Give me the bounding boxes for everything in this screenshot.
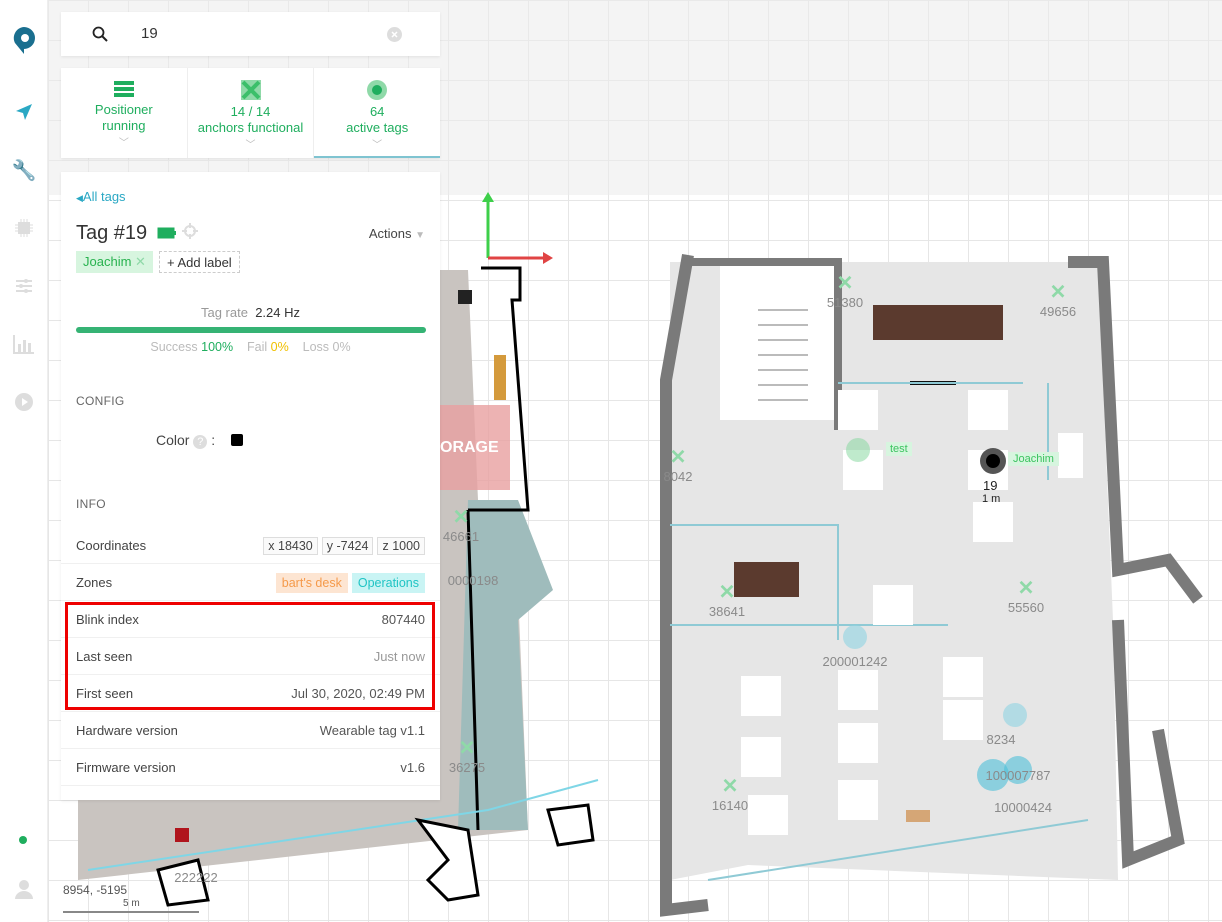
fail-value: 0% <box>270 340 289 354</box>
status-line: 14 / 14 <box>230 104 271 119</box>
chip-icon[interactable] <box>10 214 38 242</box>
tag-label[interactable]: 8234 <box>986 732 1016 747</box>
navigation-icon[interactable] <box>10 98 38 126</box>
search-input[interactable]: 19 <box>141 25 158 42</box>
sliders-icon[interactable] <box>10 272 38 300</box>
clear-icon[interactable] <box>387 27 402 42</box>
status-line: active tags <box>346 120 409 135</box>
tag-label-joachim[interactable]: Joachim <box>1008 452 1059 466</box>
cursor-coordinates: 8954, -5195 <box>63 883 128 897</box>
config-heading: CONFIG <box>76 394 125 408</box>
tag-rate-value: 2.24 Hz <box>255 305 301 320</box>
chevron-down-icon: ﹀ <box>372 140 383 151</box>
storage-label: ORAGE <box>440 439 499 456</box>
status-line: anchors functional <box>197 120 304 135</box>
chart-icon[interactable] <box>10 330 38 358</box>
search-icon <box>92 26 108 42</box>
loss-value: 0% <box>332 340 351 354</box>
anchor-label: 49656 <box>1039 304 1077 319</box>
anchor-marker[interactable]: ✕ <box>836 272 854 295</box>
anchor-marker[interactable]: ✕ <box>718 581 736 604</box>
anchor-label: 46661 <box>442 529 480 544</box>
label-chip[interactable]: Joachim ✕ <box>76 251 153 273</box>
sidebar: 🔧 <box>0 0 48 922</box>
tag-icon <box>367 80 388 100</box>
play-icon[interactable] <box>10 388 38 416</box>
actions-dropdown[interactable]: Actions ▼ <box>368 226 425 241</box>
help-icon[interactable]: ? <box>193 435 208 449</box>
server-icon <box>113 81 134 97</box>
color-setting: Color ? : <box>156 432 244 449</box>
anchor-label: 36275 <box>448 760 486 775</box>
coord-z: z 1000 <box>377 536 425 555</box>
anchor-icon <box>240 80 261 100</box>
logo-icon[interactable] <box>10 26 38 54</box>
anchor-label: 51380 <box>826 295 864 310</box>
success-progress-bar <box>76 327 426 333</box>
chevron-down-icon: ﹀ <box>245 140 256 151</box>
tag-label[interactable]: 10000424 <box>994 800 1052 815</box>
anchor-marker[interactable]: ✕ <box>721 775 739 798</box>
status-line: Positioner <box>94 102 153 117</box>
wrench-icon[interactable]: 🔧 <box>11 159 37 182</box>
scale-bar <box>63 911 199 913</box>
tag-label[interactable]: 200001242 <box>822 654 888 669</box>
info-heading: INFO <box>76 497 106 511</box>
anchor-label: 55560 <box>1007 600 1045 615</box>
anchor-marker[interactable]: ✕ <box>669 446 687 469</box>
scale-label: 5 m <box>123 898 140 909</box>
tag-19-distance: 1 m <box>982 493 1001 505</box>
tag-label-test[interactable]: test <box>886 442 912 456</box>
coord-x: x 18430 <box>263 536 318 555</box>
tag-label[interactable]: 0000198 <box>447 573 499 588</box>
tag-label[interactable]: 222222 <box>174 870 218 885</box>
tag-19-id[interactable]: 19 <box>983 478 998 493</box>
locate-icon[interactable] <box>182 223 199 239</box>
color-swatch[interactable] <box>231 434 244 446</box>
search-bar[interactable]: 19 <box>61 12 440 56</box>
connection-status-dot <box>19 836 27 844</box>
anchor-marker[interactable]: ✕ <box>452 506 470 529</box>
anchor-marker[interactable]: ✕ <box>1017 577 1035 600</box>
tag-detail-panel: ◀All tags Tag #19 Actions ▼ Joachim ✕ + … <box>61 172 440 800</box>
anchor-marker[interactable]: ✕ <box>1049 281 1067 304</box>
all-tags-link[interactable]: ◀All tags <box>76 189 126 204</box>
battery-icon <box>157 227 176 239</box>
zone-badge[interactable]: bart's desk <box>275 572 348 593</box>
status-line: running <box>102 118 146 133</box>
chevron-down-icon: ﹀ <box>118 138 129 149</box>
tag-rate-label: Tag rate <box>200 305 248 320</box>
tag-label[interactable]: 100007787 <box>985 768 1051 783</box>
zone-badge[interactable]: Operations <box>351 572 425 593</box>
anchor-label: 8042 <box>663 469 693 484</box>
highlight-box <box>65 602 435 710</box>
status-line: 64 <box>369 104 385 119</box>
tag-title: Tag #19 <box>76 222 148 244</box>
success-value: 100% <box>201 340 234 354</box>
coord-y: y -7424 <box>321 536 374 555</box>
user-icon[interactable] <box>10 875 38 903</box>
add-label-button[interactable]: + Add label <box>159 251 240 273</box>
anchor-marker[interactable]: ✕ <box>458 737 476 760</box>
anchor-label: 38641 <box>708 604 746 619</box>
anchor-label: 16140 <box>711 798 749 813</box>
